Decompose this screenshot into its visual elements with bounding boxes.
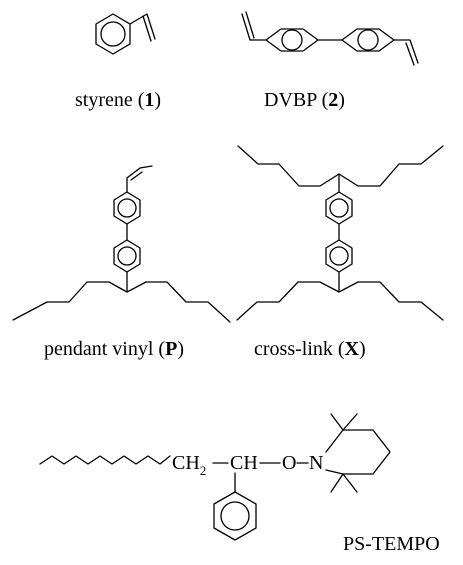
tempo-piperidine-ring (325, 413, 391, 493)
styrene-structure (95, 13, 156, 55)
ch2-group: CH2 (172, 452, 206, 478)
oxygen-atom: O (282, 452, 296, 474)
styrene-label: styrene (1) (75, 89, 161, 111)
pendant-vinyl-structure (12, 165, 231, 323)
dvbp-structure (241, 11, 419, 66)
dvbp-label: DVBP (2) (264, 89, 345, 111)
ch-group: CH (230, 452, 258, 474)
cross-link-structure (236, 145, 444, 321)
cross-link-label: cross-link (X) (254, 338, 366, 360)
ps-tempo-label: PS-TEMPO (343, 533, 440, 555)
pendant-vinyl-label: pendant vinyl (P) (44, 338, 184, 360)
nitrogen-atom: N (309, 452, 323, 474)
polystyrene-chain (39, 455, 171, 465)
ps-tempo-phenyl-ring (213, 472, 257, 541)
